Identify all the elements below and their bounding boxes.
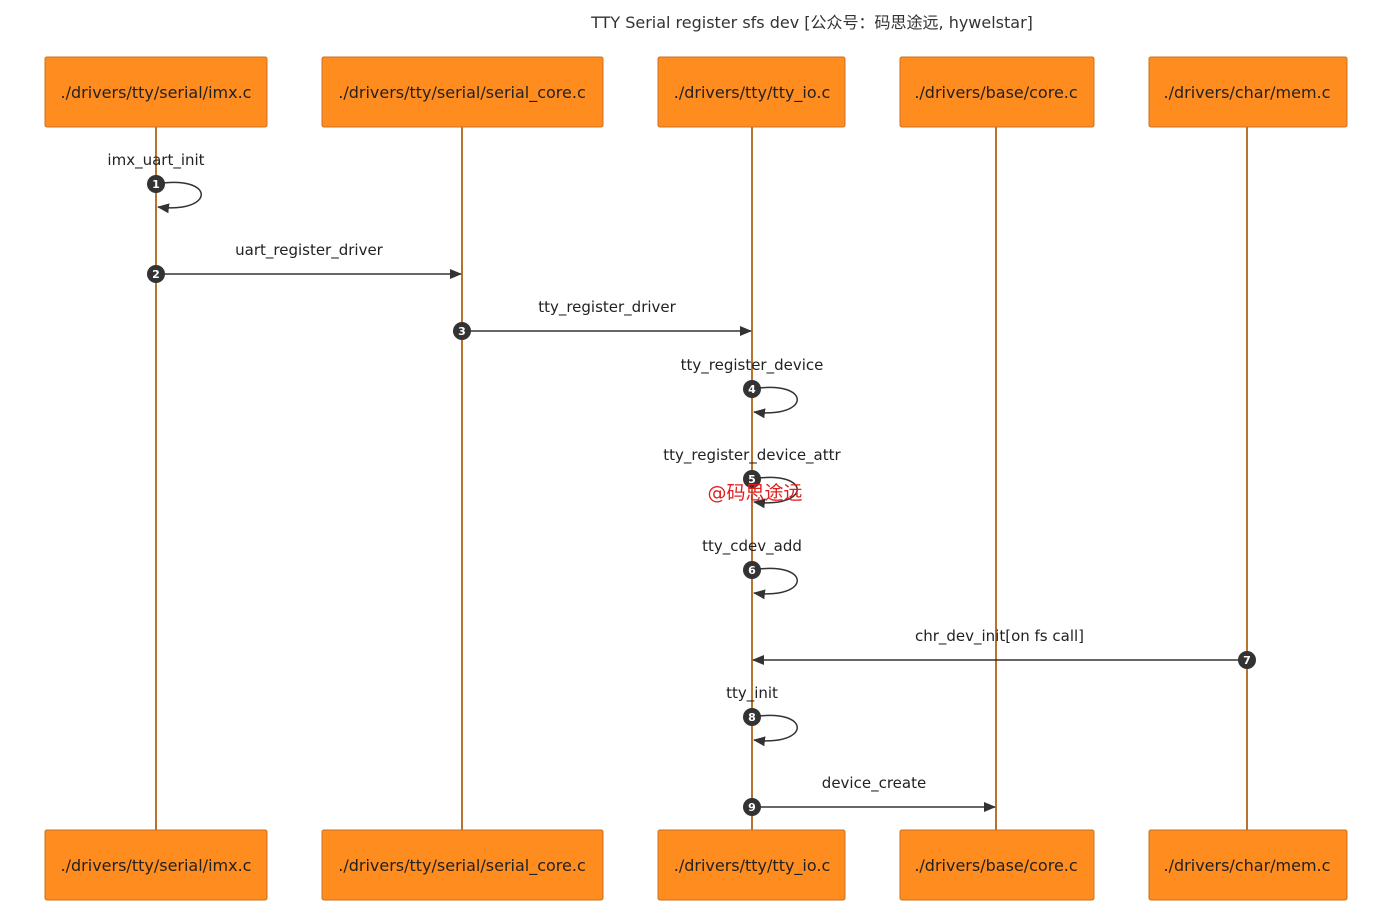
actor-rect	[44, 56, 268, 128]
actor-box-serial_core-bottom: ./drivers/tty/serial/serial_core.c	[321, 829, 604, 901]
message-label: tty_cdev_add	[702, 537, 802, 556]
message-label: imx_uart_init	[107, 151, 204, 170]
actor-box-mem-bottom: ./drivers/char/mem.c	[1148, 829, 1348, 901]
sequence-number: 9	[748, 801, 756, 814]
sequence-number: 7	[1243, 654, 1251, 667]
message-label: device_create	[822, 774, 926, 793]
actor-box-base_core-top: ./drivers/base/core.c	[899, 56, 1095, 128]
actor-box-serial_core-top: ./drivers/tty/serial/serial_core.c	[321, 56, 604, 128]
actor-rect	[657, 829, 846, 901]
watermark-text: @码思途远	[707, 482, 802, 504]
sequence-number-badge	[743, 708, 761, 726]
sequence-number: 1	[152, 178, 160, 191]
message-1: imx_uart_init 1	[107, 151, 205, 214]
message-label: tty_register_device	[681, 356, 824, 375]
actor-label: ./drivers/char/mem.c	[1164, 856, 1331, 875]
actor-rect	[1148, 829, 1348, 901]
actor-label: ./drivers/tty/serial/serial_core.c	[338, 856, 586, 876]
actor-label: ./drivers/tty/serial/serial_core.c	[338, 83, 586, 103]
sequence-number: 3	[458, 325, 466, 338]
sequence-number: 6	[748, 564, 756, 577]
actor-rect	[321, 56, 604, 128]
sequence-number-badge	[453, 322, 471, 340]
self-message-arrow	[751, 386, 798, 419]
actor-rect	[899, 56, 1095, 128]
actor-box-imx-top: ./drivers/tty/serial/imx.c	[44, 56, 268, 128]
actor-box-tty_io-bottom: ./drivers/tty/tty_io.c	[657, 829, 846, 901]
sequence-number-badge	[1238, 651, 1256, 669]
actor-box-tty_io-top: ./drivers/tty/tty_io.c	[657, 56, 846, 128]
actor-rect	[899, 829, 1095, 901]
sequence-number-badge	[743, 561, 761, 579]
actor-label: ./drivers/char/mem.c	[1164, 83, 1331, 102]
self-message-arrow	[155, 181, 202, 214]
actor-label: ./drivers/tty/serial/imx.c	[61, 83, 252, 102]
actor-label: ./drivers/base/core.c	[914, 856, 1077, 875]
sequence-number-badge	[743, 470, 761, 488]
message-6: tty_cdev_add 6	[702, 537, 802, 600]
message-3: tty_register_driver 3	[453, 298, 752, 340]
self-message-arrow	[751, 476, 798, 509]
message-5: tty_register_device_attr 5	[663, 446, 842, 509]
actor-box-imx-bottom: ./drivers/tty/serial/imx.c	[44, 829, 268, 901]
message-4: tty_register_device 4	[681, 356, 824, 419]
message-8: tty_init 8	[726, 684, 798, 747]
actor-rect	[1148, 56, 1348, 128]
sequence-number-badge	[147, 175, 165, 193]
actor-rect	[321, 829, 604, 901]
actor-rect	[44, 829, 268, 901]
sequence-number: 8	[748, 711, 756, 724]
message-label: tty_register_device_attr	[663, 446, 841, 465]
message-label: uart_register_driver	[235, 241, 384, 260]
actor-box-mem-top: ./drivers/char/mem.c	[1148, 56, 1348, 128]
actor-label: ./drivers/base/core.c	[914, 83, 1077, 102]
actor-label: ./drivers/tty/tty_io.c	[674, 83, 831, 103]
sequence-number: 5	[748, 473, 756, 486]
message-9: device_create 9	[743, 774, 996, 816]
actors: ./drivers/tty/serial/imx.c ./drivers/tty/…	[44, 56, 1348, 901]
self-message-arrow	[751, 714, 798, 747]
sequence-number-badge	[743, 380, 761, 398]
actor-rect	[657, 56, 846, 128]
message-7: chr_dev_init[on fs call] 7	[752, 627, 1256, 669]
sequence-number: 4	[748, 383, 756, 396]
diagram-title: TTY Serial register sfs dev [公众号：码思途远, h…	[590, 13, 1033, 32]
sequence-number: 2	[152, 268, 160, 281]
message-label: chr_dev_init[on fs call]	[915, 627, 1084, 646]
messages: imx_uart_init 1 uart_register_driver 2 tty_r…	[107, 151, 1256, 816]
message-2: uart_register_driver 2	[147, 241, 462, 283]
sequence-number-badge	[743, 798, 761, 816]
self-message-arrow	[751, 567, 798, 600]
message-label: tty_init	[726, 684, 778, 703]
sequence-number-badge	[147, 265, 165, 283]
lifelines	[155, 127, 1248, 830]
actor-label: ./drivers/tty/tty_io.c	[674, 856, 831, 876]
actor-label: ./drivers/tty/serial/imx.c	[61, 856, 252, 875]
message-label: tty_register_driver	[538, 298, 676, 317]
actor-box-base_core-bottom: ./drivers/base/core.c	[899, 829, 1095, 901]
